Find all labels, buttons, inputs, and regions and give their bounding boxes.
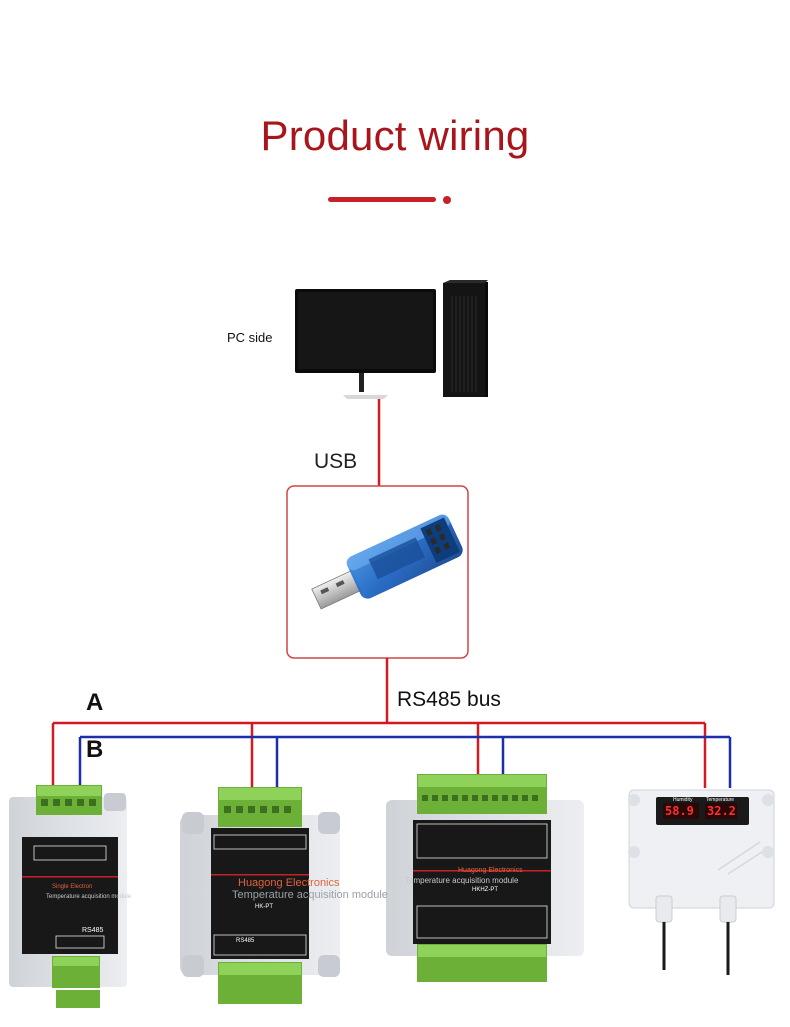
- usb-rs485-converter-icon: [311, 514, 463, 610]
- rs485-bus-label: RS485 bus: [397, 688, 501, 711]
- module2-subtitle: Temperature acquisition module: [232, 889, 388, 901]
- module4-humidity-value: 58.9: [665, 804, 694, 818]
- module3-brand: Huagong Electronics: [458, 867, 523, 874]
- temperature-module-1: [9, 785, 127, 1008]
- temperature-module-3: [386, 774, 584, 982]
- bus-line-b: [78, 735, 732, 788]
- module3-model: HKHZ-PT: [472, 887, 498, 893]
- pc-side-label: PC side: [227, 330, 273, 345]
- page-title: Product wiring: [260, 112, 530, 159]
- pc-tower-icon: [443, 280, 488, 397]
- module1-brand: Single Electron: [52, 884, 93, 890]
- usb-label: USB: [314, 450, 358, 473]
- module3-subtitle: Temperature acquisition module: [405, 876, 519, 885]
- line-a-label: A: [86, 689, 104, 716]
- module1-port: RS485: [82, 927, 104, 934]
- module2-model: HK-PT: [255, 904, 273, 910]
- humidity-sensor-icon: [628, 789, 775, 975]
- title-underline: [328, 197, 436, 202]
- module4-temperature-value: 32.2: [707, 804, 736, 818]
- title-underline-dot: [443, 196, 451, 204]
- module2-port: RS485: [236, 938, 255, 944]
- module4-humidity-label: Humidity: [673, 797, 693, 803]
- module2-brand: Huagong Electronics: [238, 877, 340, 889]
- temperature-module-2: [180, 787, 340, 1004]
- line-b-label: B: [86, 736, 104, 763]
- bus-line-a: [51, 658, 707, 788]
- module4-temperature-label: Temperature: [706, 797, 735, 803]
- module1-subtitle: Temperature acquisition module: [46, 894, 132, 900]
- monitor-icon: [295, 289, 436, 399]
